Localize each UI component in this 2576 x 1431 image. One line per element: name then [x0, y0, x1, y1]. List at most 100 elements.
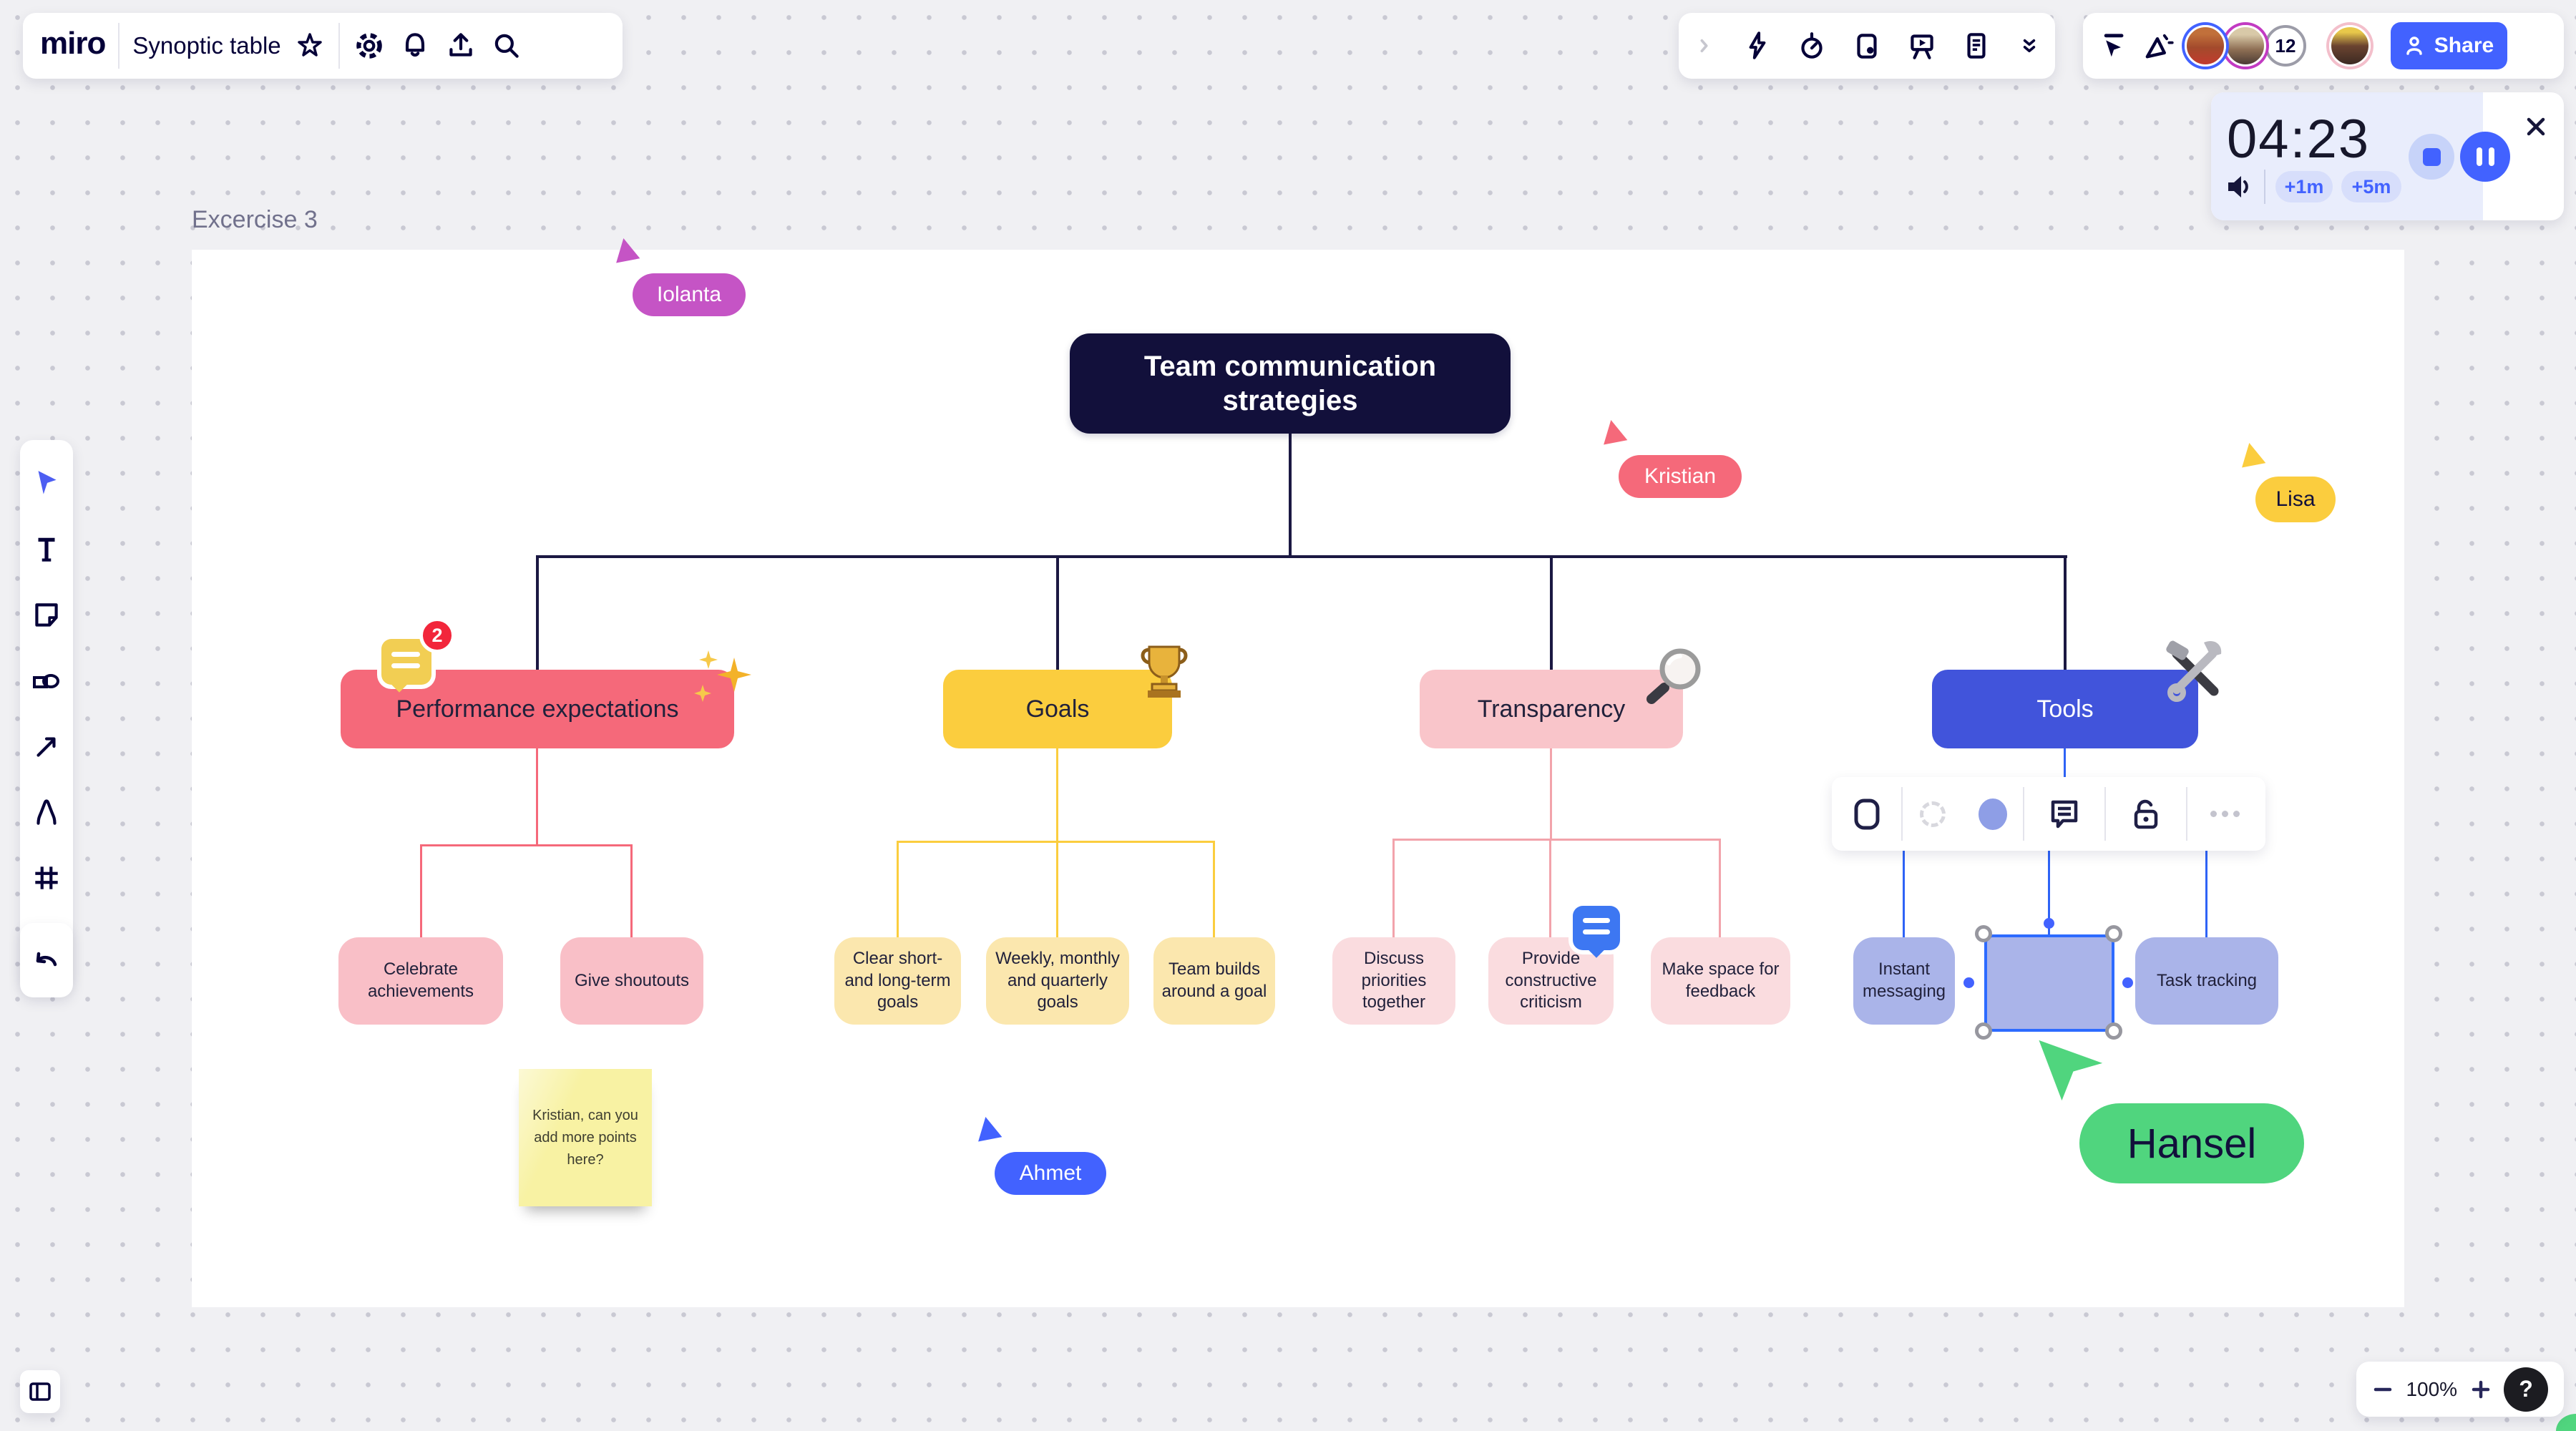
avatar[interactable] — [2185, 25, 2226, 67]
collaborator-count-badge[interactable]: 12 — [2265, 25, 2306, 67]
context-toolbar — [1832, 777, 2265, 851]
frame-tool[interactable] — [30, 861, 63, 894]
timer-pause-button[interactable] — [2460, 132, 2510, 182]
help-button[interactable]: ? — [2503, 1367, 2548, 1412]
resize-handle[interactable] — [2105, 1022, 2122, 1040]
shape-style-button[interactable] — [1832, 777, 1901, 851]
timer-add-1m-button[interactable]: +1m — [2275, 171, 2333, 202]
search-icon[interactable] — [490, 29, 523, 62]
comment-button[interactable] — [2024, 777, 2104, 851]
resize-handle[interactable] — [2105, 925, 2122, 942]
timer-add-5m-button[interactable]: +5m — [2341, 171, 2401, 202]
creation-toolbar — [20, 440, 73, 986]
connector-line — [420, 844, 633, 846]
top-left-toolbar: miro Synoptic table — [23, 13, 623, 79]
connector-line — [536, 555, 2067, 558]
leaf-node[interactable]: Instant messaging — [1853, 937, 1955, 1025]
comment-count-badge[interactable]: 2 — [419, 617, 455, 653]
resize-handle[interactable] — [1975, 925, 1992, 942]
comment-bubble-icon[interactable] — [1573, 906, 1620, 958]
connector-line — [1719, 839, 1721, 937]
shapes-tool[interactable] — [29, 665, 64, 698]
more-tools-chevrons-icon[interactable] — [2015, 29, 2044, 62]
connector-line — [1056, 841, 1058, 937]
export-upload-icon[interactable] — [444, 29, 477, 62]
border-style-button[interactable] — [1903, 777, 1963, 851]
comment-bubble-icon[interactable] — [381, 639, 431, 693]
leaf-node[interactable]: Celebrate achievements — [338, 937, 503, 1025]
cursor-name-tag: Hansel — [2079, 1103, 2304, 1183]
cursor-name-tag: Kristian — [1619, 455, 1742, 498]
sticky-note[interactable]: Kristian, can you add more points here? — [519, 1069, 652, 1206]
mindmap-root-node[interactable]: Team communication strategies — [1070, 333, 1511, 434]
notifications-bell-icon[interactable] — [399, 29, 431, 62]
board-title[interactable]: Synoptic table — [132, 32, 281, 59]
follow-cursor-icon[interactable] — [2096, 29, 2130, 63]
resize-handle[interactable] — [1975, 1022, 1992, 1040]
timer-panel: 04:23 +1m +5m — [2211, 92, 2564, 220]
settings-gear-icon[interactable] — [353, 29, 386, 62]
timer-sound-icon[interactable] — [2224, 172, 2255, 201]
sidebar-toggle-icon[interactable] — [26, 1378, 54, 1405]
cursor-name-tag: Iolanta — [633, 273, 746, 316]
collaborator-cursor-hansel: Hansel — [2035, 1036, 2304, 1183]
leaf-node[interactable]: Clear short- and long-term goals — [834, 937, 961, 1025]
connector-line — [1392, 839, 1721, 841]
pen-tool[interactable] — [30, 796, 63, 829]
connector-line — [2205, 837, 2207, 937]
attention-horn-icon[interactable] — [2140, 29, 2175, 63]
board-tools-panel — [1679, 13, 2055, 79]
corner-cursor-fragment — [2556, 1414, 2576, 1431]
timer-close-icon[interactable] — [2524, 115, 2547, 138]
share-button[interactable]: Share — [2391, 22, 2507, 69]
connector-line — [1549, 839, 1551, 937]
favorite-star-icon[interactable] — [294, 30, 326, 62]
sticky-note-tool[interactable] — [30, 599, 63, 632]
leaf-node-selected[interactable] — [1984, 934, 2114, 1032]
connector-line — [2048, 837, 2050, 934]
undo-button[interactable] — [29, 944, 64, 976]
notes-doc-icon[interactable] — [1960, 29, 1993, 62]
collaborator-cursor-ahmet: Ahmet — [975, 1115, 1106, 1195]
unlock-button[interactable] — [2106, 777, 2186, 851]
connector-anchor[interactable] — [1963, 977, 1974, 988]
select-tool[interactable] — [30, 468, 63, 501]
leaf-node[interactable]: Discuss priorities together — [1332, 937, 1455, 1025]
branch-node-transparency[interactable]: Transparency — [1420, 670, 1683, 748]
connector-line — [1392, 839, 1395, 937]
leaf-node[interactable]: Weekly, monthly and quarterly goals — [986, 937, 1129, 1025]
timer-stopwatch-icon[interactable] — [1795, 29, 1828, 62]
connector-line — [897, 841, 899, 937]
branch-node-tools[interactable]: Tools — [1932, 670, 2198, 748]
connector-tool[interactable] — [30, 730, 63, 763]
leaf-node[interactable]: Make space for feedback — [1651, 937, 1790, 1025]
zoom-level[interactable]: 100% — [2406, 1377, 2458, 1400]
hammer-wrench-icon — [2160, 635, 2228, 707]
leaf-node[interactable]: Team builds around a goal — [1153, 937, 1275, 1025]
timer-stop-button[interactable] — [2409, 134, 2454, 180]
branch-node-goals[interactable]: Goals — [943, 670, 1172, 748]
miro-logo[interactable]: miro — [40, 26, 106, 61]
collapse-chevron-icon[interactable] — [1690, 30, 1719, 62]
zoom-out-button[interactable] — [2372, 1379, 2394, 1400]
more-options-button[interactable] — [2187, 777, 2263, 851]
fill-color-button[interactable] — [1963, 777, 2023, 851]
connector-line — [630, 844, 633, 937]
connector-anchor[interactable] — [2122, 977, 2133, 988]
connector-anchor[interactable] — [2044, 918, 2054, 929]
cards-icon[interactable] — [1850, 29, 1883, 62]
zoom-controls: 100% ? — [2356, 1362, 2564, 1417]
leaf-node[interactable]: Give shoutouts — [560, 937, 703, 1025]
avatar[interactable] — [2329, 25, 2371, 67]
cursor-name-tag: Lisa — [2255, 477, 2336, 522]
zoom-in-button[interactable] — [2470, 1379, 2492, 1400]
frame-title[interactable]: Excercise 3 — [192, 206, 318, 233]
avatar[interactable] — [2225, 25, 2266, 67]
quick-actions-bolt-icon[interactable] — [1741, 29, 1774, 62]
present-easel-icon[interactable] — [1906, 29, 1938, 62]
connector-line — [2064, 555, 2067, 672]
connector-line — [1213, 841, 1215, 937]
text-tool[interactable] — [30, 533, 63, 566]
leaf-node[interactable]: Task tracking — [2135, 937, 2278, 1025]
